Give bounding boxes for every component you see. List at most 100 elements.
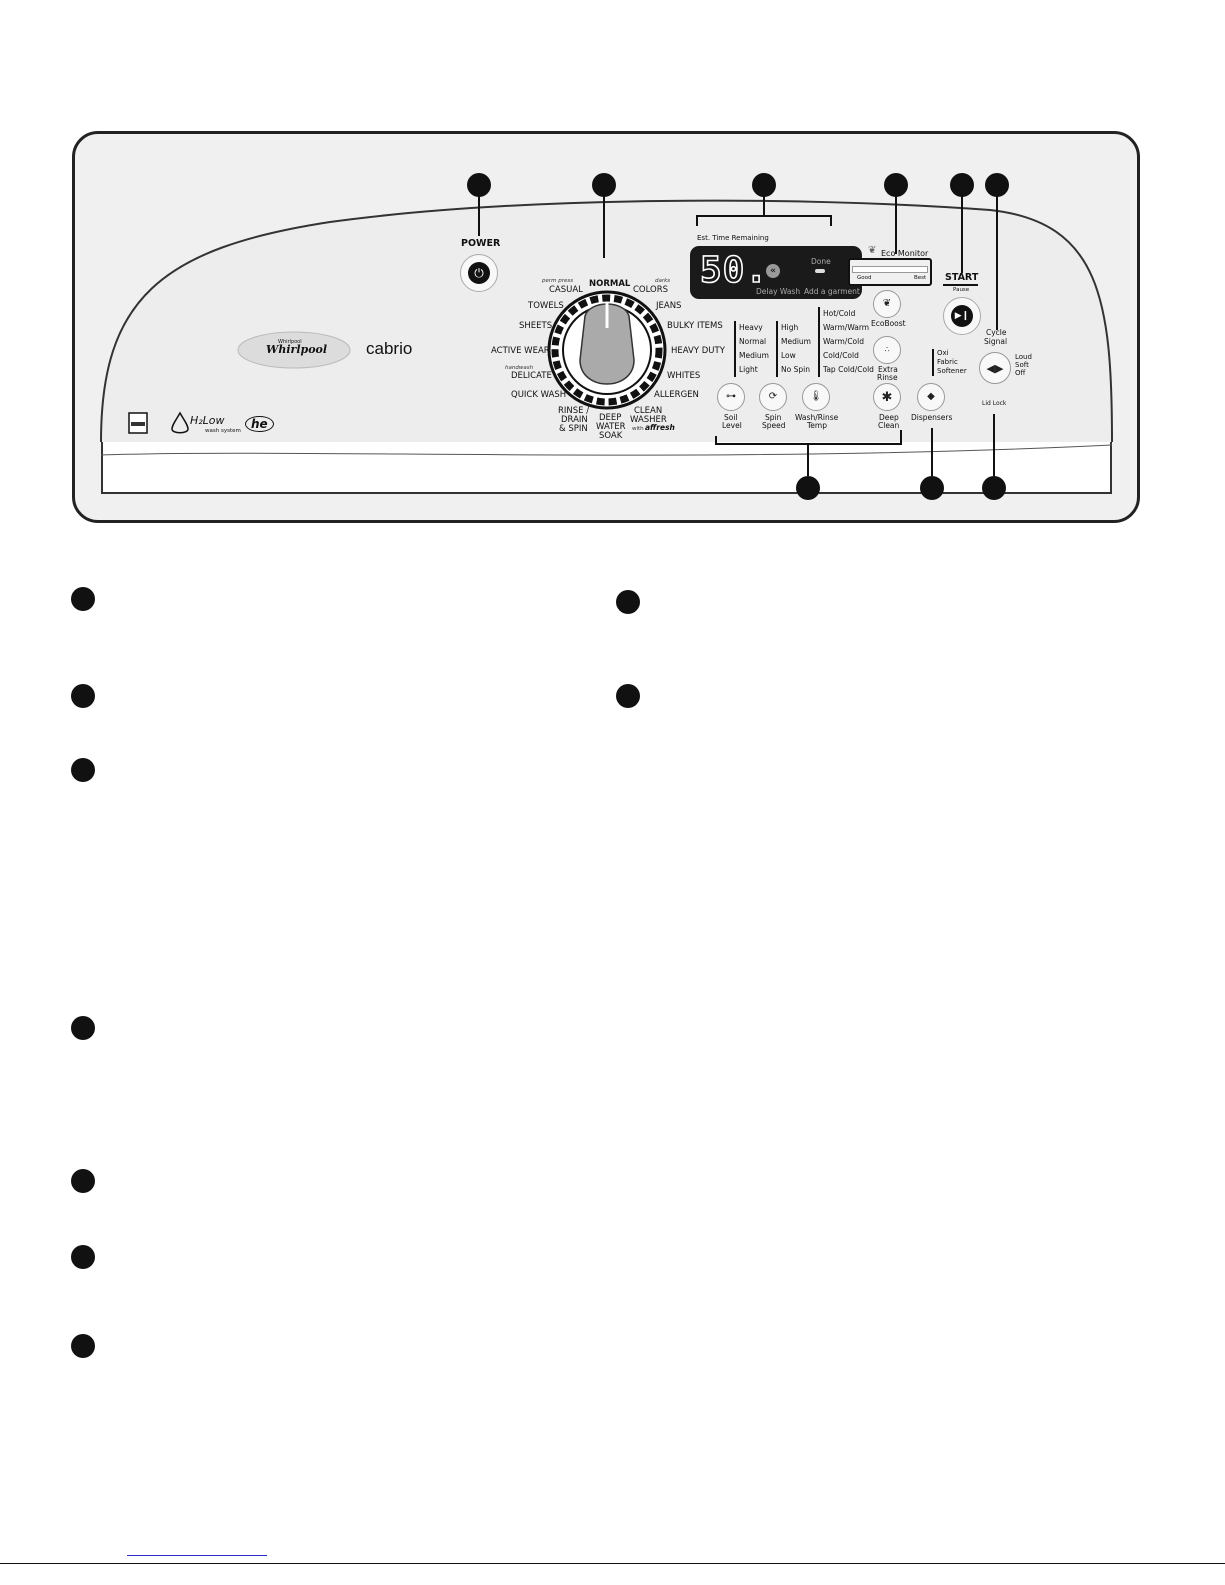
legend-marker: [71, 1169, 95, 1193]
cycle-jeans[interactable]: JEANS: [656, 301, 682, 311]
cycle-signal-label-1: Cycle: [986, 328, 1007, 337]
callout-display: [752, 173, 776, 197]
leaf-icon: ❦: [882, 298, 892, 309]
footer-link-underline[interactable]: [127, 1555, 267, 1556]
temp-label-2: Temp: [807, 421, 827, 430]
callout-power: [467, 173, 491, 197]
temp-option: Warm/Warm: [823, 323, 870, 332]
cycle-towels[interactable]: TOWELS: [528, 301, 564, 311]
cycle-rinse-1[interactable]: RINSE /: [558, 406, 590, 416]
dispensers-button[interactable]: ◆: [917, 383, 945, 411]
dispenser-option: Oxi: [937, 349, 949, 357]
dial-knob: [579, 303, 635, 385]
temp-option: Tap Cold/Cold: [823, 365, 874, 374]
power-button[interactable]: ⏻: [460, 254, 498, 292]
callout-options: [796, 476, 820, 500]
cycle-signal-label-2: Signal: [984, 337, 1008, 346]
callout-eco: [884, 173, 908, 197]
water-drops-icon: ∴: [884, 345, 890, 354]
spin-option: Medium: [781, 337, 811, 346]
legend-marker: [71, 1016, 95, 1040]
soil-label-2: Level: [722, 421, 742, 430]
cycle-delicate-sub: handwash: [505, 365, 534, 371]
cycle-heavy[interactable]: HEAVY DUTY: [671, 346, 725, 356]
done-indicator: [815, 269, 825, 273]
dispenser-icon: ◆: [927, 391, 935, 402]
spin-label-1: Spin: [765, 413, 782, 422]
start-underline: [943, 284, 978, 286]
callout-signal: [985, 173, 1009, 197]
legend-marker: [71, 684, 95, 708]
cycle-casual-sub: perm press: [542, 278, 574, 284]
spin-icon: ⟳: [768, 391, 778, 402]
delay-wash-icon[interactable]: «: [766, 264, 780, 278]
spin-speed-button[interactable]: ⟳: [759, 383, 787, 411]
callout-dispensers: [920, 476, 944, 500]
power-label: POWER: [461, 238, 501, 249]
eco-leaf-icon: ❦: [868, 245, 877, 256]
spin-label-2: Speed: [762, 421, 786, 430]
cycle-clean-3: with: [632, 426, 644, 432]
panel-bottom-wave: [100, 444, 1113, 456]
cycle-allergen[interactable]: ALLERGEN: [654, 390, 699, 400]
play-pause-icon: ▶❙: [954, 310, 970, 321]
legend-marker: [71, 758, 95, 782]
cycle-sheets[interactable]: SHEETS: [519, 321, 553, 331]
eco-best-label: Best: [914, 275, 927, 281]
dispenser-option: Fabric: [937, 358, 958, 366]
soil-level-button[interactable]: ⊶: [717, 383, 745, 411]
legend-marker: [71, 1245, 95, 1269]
cycle-active[interactable]: ACTIVE WEAR: [491, 346, 550, 356]
temp-options: Hot/Cold Warm/Warm Warm/Cold Cold/Cold T…: [818, 307, 874, 377]
h2low-sub: wash system: [205, 428, 241, 434]
shirt-icon: ⊶: [726, 391, 736, 402]
signal-loud: Loud: [1015, 353, 1032, 361]
soil-option: Medium: [739, 351, 769, 360]
brand-small-text: Whirlpool: [278, 339, 302, 345]
cycle-whites[interactable]: WHITES: [667, 371, 701, 381]
eco-monitor-title: Eco Monitor: [881, 249, 929, 258]
model-logo-text: cabrio: [366, 339, 413, 358]
h2low-logo: H₂Low: [190, 414, 225, 427]
cycle-casual[interactable]: CASUAL: [549, 285, 583, 295]
start-pause-button[interactable]: ▶❙: [943, 297, 981, 335]
he-logo: he: [245, 416, 274, 432]
cycle-quick[interactable]: QUICK WASH: [511, 390, 567, 400]
deep-clean-label-2: Clean: [878, 421, 900, 430]
temp-option: Warm/Cold: [823, 337, 864, 346]
cycle-deep-2: WATER: [596, 422, 626, 432]
cycle-deep-1[interactable]: DEEP: [599, 413, 622, 423]
cycle-colors-sub: darks: [655, 278, 671, 284]
cycle-colors[interactable]: COLORS: [633, 285, 669, 295]
cycle-normal[interactable]: NORMAL: [589, 279, 631, 289]
cycle-signal-button[interactable]: ◀▶: [979, 352, 1011, 384]
callout-dial: [592, 173, 616, 197]
cycle-clean-1[interactable]: CLEAN: [634, 406, 663, 416]
ecoboost-label: EcoBoost: [871, 319, 906, 328]
spin-option: High: [781, 323, 799, 332]
ecoboost-button[interactable]: ❦: [873, 290, 901, 318]
signal-off: Off: [1015, 369, 1026, 377]
eco-good-label: Good: [857, 275, 872, 281]
cycle-clean-4: affresh: [645, 423, 675, 432]
soil-option: Heavy: [739, 323, 763, 332]
delay-wash-label: Delay Wash: [756, 287, 801, 296]
add-garment-label: Add a garment: [804, 287, 860, 296]
signal-soft: Soft: [1015, 361, 1029, 369]
deep-clean-label-1: Deep: [879, 413, 899, 422]
speaker-icon: ◀▶: [986, 361, 1004, 375]
cycle-delicate[interactable]: DELICATE: [511, 371, 552, 381]
callout-lidlock: [982, 476, 1006, 500]
extra-rinse-button[interactable]: ∴: [873, 336, 901, 364]
wash-rinse-temp-button[interactable]: 🌡︎: [802, 383, 830, 411]
stain-icon: ✱: [881, 389, 893, 405]
extra-rinse-label-2: Rinse: [877, 373, 898, 382]
dispenser-option: Softener: [937, 367, 967, 375]
cycle-bulky[interactable]: BULKY ITEMS: [667, 321, 723, 331]
legend-marker: [71, 587, 95, 611]
power-icon: ⏻: [474, 266, 484, 280]
pause-label: Pause: [953, 287, 970, 293]
deep-clean-button[interactable]: ✱: [873, 383, 901, 411]
thermometer-icon: 🌡︎: [809, 391, 823, 402]
